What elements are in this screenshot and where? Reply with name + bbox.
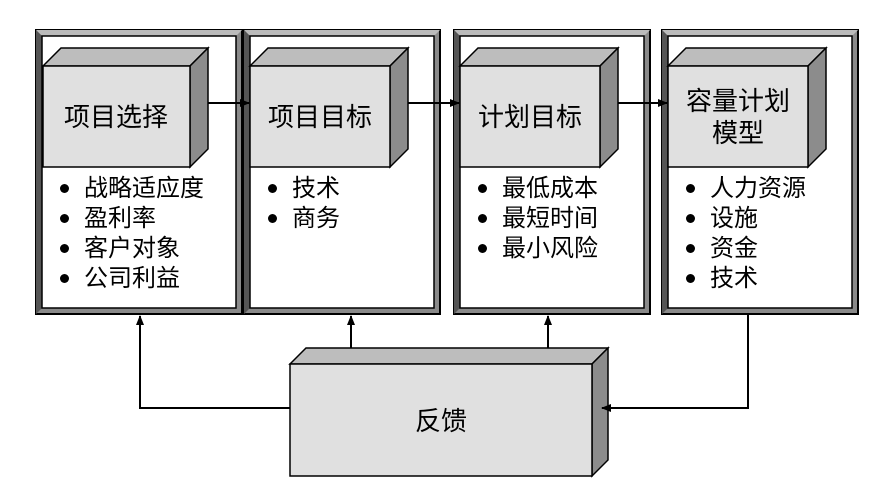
- stage-title-4-line-1: 容量计划: [686, 87, 790, 117]
- stage-title-4-line-2: 模型: [712, 119, 764, 149]
- stage-block-3: [458, 46, 620, 169]
- list-item: 最短时间: [472, 203, 598, 233]
- stage-block-1: [41, 46, 210, 169]
- list-item: 战略适应度: [54, 173, 204, 203]
- arrow-feedback-to-stage-1: [136, 315, 290, 409]
- stage-title-1: 项目选择: [64, 103, 168, 133]
- stage-2-items: 技术 商务: [262, 173, 340, 233]
- feedback-label: 反馈: [415, 407, 467, 437]
- list-item: 设施: [680, 203, 806, 233]
- stage-4-items: 人力资源 设施 资金 技术: [680, 173, 806, 293]
- list-item: 资金: [680, 233, 806, 263]
- list-item: 技术: [680, 263, 806, 293]
- list-item: 最低成本: [472, 173, 598, 203]
- list-item: 技术: [262, 173, 340, 203]
- stage-block-4: [666, 46, 828, 169]
- list-item: 最小风险: [472, 233, 598, 263]
- stage-1-items: 战略适应度 盈利率 客户对象 公司利益: [54, 173, 204, 293]
- list-item: 公司利益: [54, 263, 204, 293]
- stage-title-2: 项目目标: [268, 103, 372, 133]
- stage-3-items: 最低成本 最短时间 最小风险: [472, 173, 598, 263]
- arrow-stage-4-to-feedback: [601, 314, 749, 412]
- list-item: 盈利率: [54, 203, 204, 233]
- list-item: 客户对象: [54, 233, 204, 263]
- stage-block-2: [248, 46, 410, 169]
- stage-title-3: 计划目标: [478, 103, 582, 133]
- feedback-block: [288, 346, 610, 478]
- list-item: 商务: [262, 203, 340, 233]
- list-item: 人力资源: [680, 173, 806, 203]
